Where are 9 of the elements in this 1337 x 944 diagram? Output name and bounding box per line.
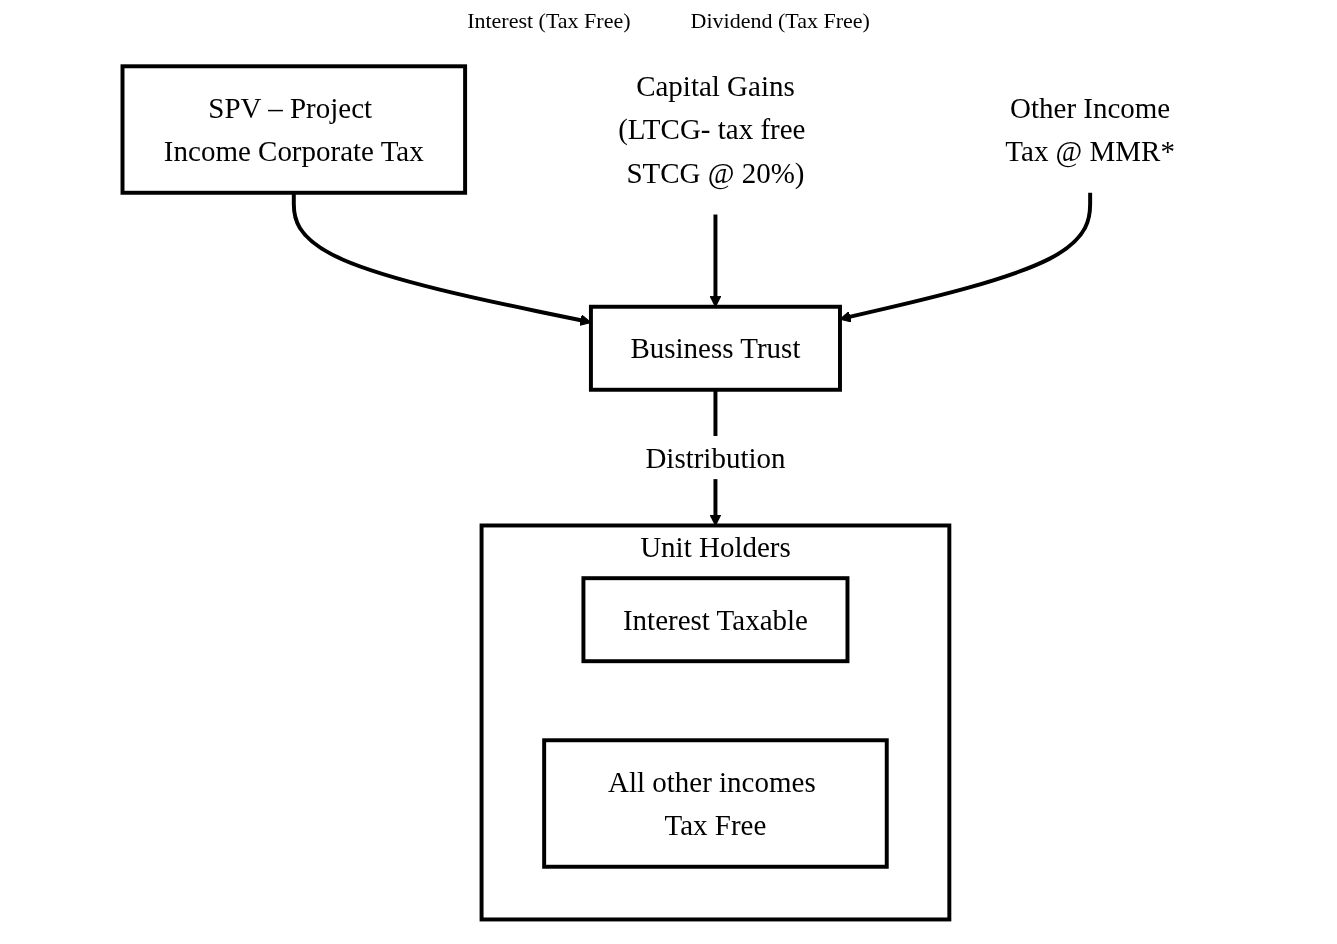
node-box: SPV – Project Income Corporate Tax <box>120 64 468 195</box>
node-text: Capital Gains (LTCG- tax free STCG @ 20%) <box>618 69 806 190</box>
edge-label: Distribution <box>645 441 786 475</box>
node-text: Other Income Tax @ MMR* <box>1005 91 1175 168</box>
note-text: Dividend (Tax Free) <box>690 8 870 34</box>
node-box: Business Trust <box>588 304 842 392</box>
note-text: Interest (Tax Free) <box>467 8 631 34</box>
node-box: All other incomes Tax Free <box>542 738 889 869</box>
node-box: Interest Taxable <box>581 576 850 664</box>
